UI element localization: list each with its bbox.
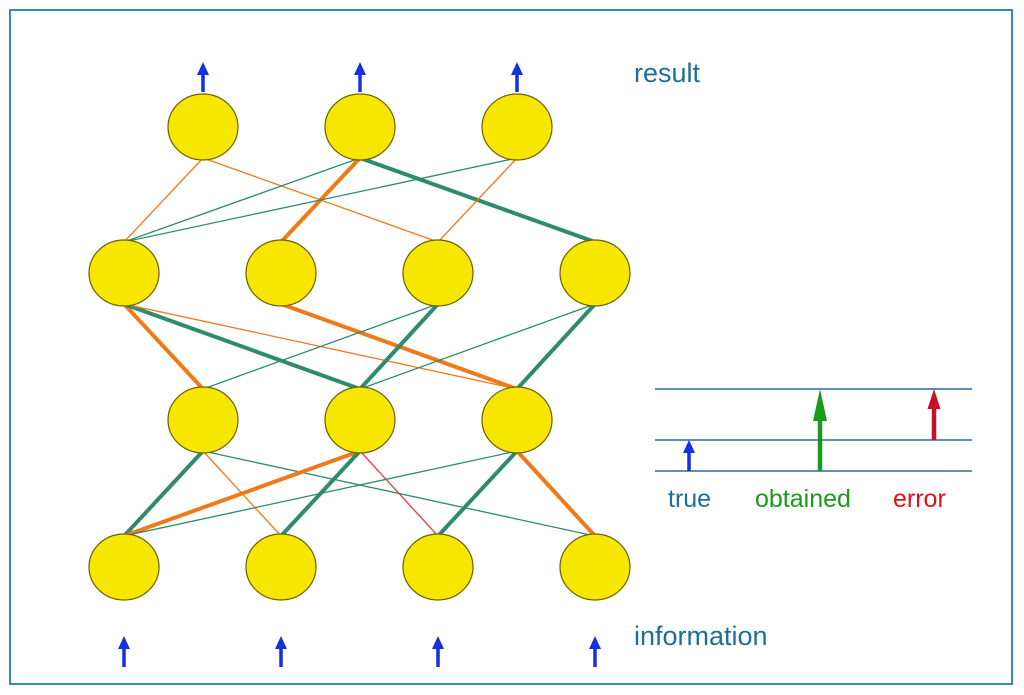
node-hidden-1-1 — [88, 239, 160, 307]
node-hidden-1-4 — [559, 239, 631, 307]
connection-orange-thick — [122, 302, 205, 391]
connection-green-thin — [123, 450, 518, 537]
error-label: error — [893, 485, 946, 513]
connection-green-thick — [358, 302, 440, 391]
node-input-1 — [88, 533, 160, 601]
output-arrow-icon — [511, 62, 523, 92]
error-arrow-icon — [927, 389, 941, 440]
legend-arrows — [683, 389, 941, 471]
connection-green-thick — [122, 449, 205, 538]
node-hidden-1-2 — [245, 239, 317, 307]
connection-green-thin — [359, 303, 596, 390]
io-arrows — [118, 62, 601, 667]
obtained-label: obtained — [755, 485, 851, 513]
true-arrow-icon — [683, 440, 695, 471]
node-output-2 — [324, 93, 396, 161]
network-nodes — [88, 93, 631, 601]
connection-orange-thin — [123, 157, 204, 243]
network-connections — [122, 156, 597, 538]
input-arrow-icon — [275, 636, 287, 667]
node-output-3 — [481, 93, 553, 161]
node-input-3 — [402, 533, 474, 601]
connection-green-thick — [515, 302, 597, 391]
node-hidden-1-3 — [402, 239, 474, 307]
node-hidden-2-1 — [167, 386, 239, 454]
node-hidden-2-2 — [324, 386, 396, 454]
connection-red-thin — [359, 450, 439, 537]
input-arrow-icon — [589, 636, 601, 667]
connection-orange-thick — [122, 449, 362, 538]
obtained-arrow-icon — [813, 389, 827, 471]
node-hidden-2-3 — [481, 386, 553, 454]
connection-orange-thin — [437, 157, 518, 243]
connection-green-thin — [123, 157, 518, 243]
connection-green-thin — [202, 303, 439, 390]
output-arrow-icon — [354, 62, 366, 92]
connection-green-thin — [123, 157, 361, 243]
result-label: result — [634, 58, 701, 88]
information-label: information — [634, 621, 768, 651]
node-input-4 — [559, 533, 631, 601]
connection-green-thick — [122, 302, 362, 391]
node-output-1 — [167, 93, 239, 161]
connection-orange-thick — [515, 449, 597, 538]
output-arrow-icon — [197, 62, 209, 92]
input-arrow-icon — [118, 636, 130, 667]
input-arrow-icon — [432, 636, 444, 667]
error-legend: true obtained error — [655, 388, 972, 513]
connection-green-thick — [436, 449, 519, 538]
true-label: true — [668, 485, 711, 513]
node-input-2 — [245, 533, 317, 601]
